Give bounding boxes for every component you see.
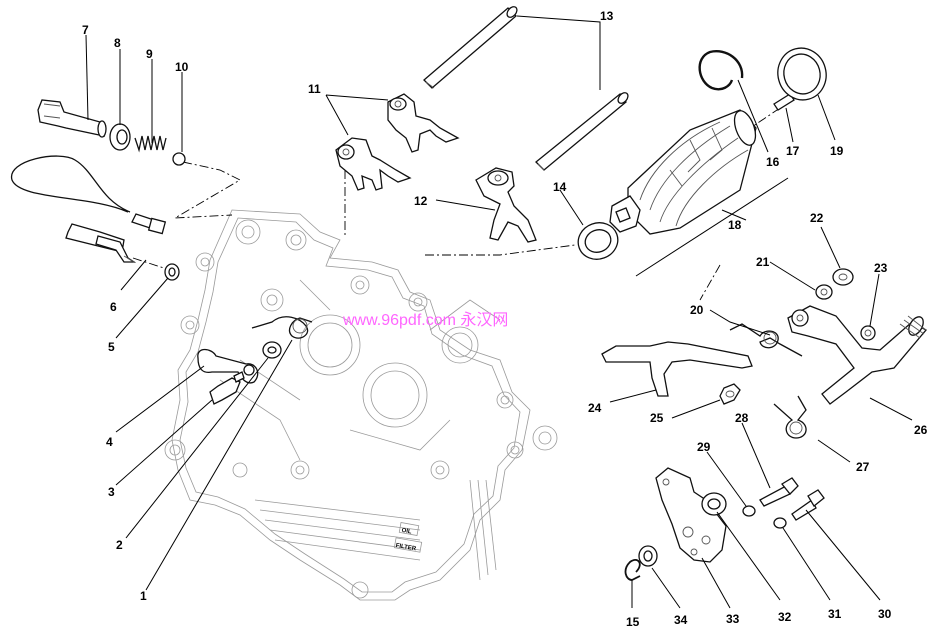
part-31-washer: [773, 517, 787, 529]
part-25-bolt: [719, 383, 741, 405]
callout-24: 24: [588, 401, 602, 415]
callout-8: 8: [114, 36, 121, 50]
callout-34: 34: [674, 613, 688, 627]
part-13-fork-shafts: [423, 6, 629, 171]
part-32-washer: [701, 492, 727, 516]
part-20-spring: [729, 323, 803, 357]
part-18-shift-drum: [609, 109, 757, 235]
part-29-washer: [742, 505, 756, 517]
part-9-spring: [134, 135, 167, 153]
callout-9: 9: [146, 47, 153, 61]
callout-2: 2: [116, 538, 123, 552]
part-26-selector-shaft: [787, 305, 927, 405]
part-23-bushing: [860, 325, 876, 341]
assembly-lines: [132, 107, 781, 301]
callout-1: 1: [140, 589, 147, 603]
part-34-washer: [638, 545, 658, 567]
callout-13: 13: [600, 9, 614, 23]
part-30-bolt: [791, 489, 825, 521]
callout-29: 29: [697, 440, 711, 454]
callout-labels: 1 2 3 4 5 6 7 8 9 10 11 12 13 14 15 16 1…: [82, 9, 928, 629]
part-8-washer: [109, 123, 131, 151]
part-16-circlip: [698, 50, 744, 91]
callout-3: 3: [108, 485, 115, 499]
callout-22: 22: [810, 211, 824, 225]
callout-23: 23: [874, 261, 888, 275]
part-18-bracket-line: [635, 177, 789, 277]
callout-31: 31: [828, 607, 842, 621]
part-22-nut: [832, 268, 854, 286]
callout-16: 16: [766, 155, 780, 169]
part-7-plug-bolt: [37, 99, 107, 138]
callout-18: 18: [728, 218, 742, 232]
leader-lines: [85, 15, 913, 609]
part-14-circlip: [577, 222, 619, 260]
part-4-pawl: [197, 348, 259, 384]
part-28-bolt: [759, 477, 799, 507]
callout-21: 21: [756, 255, 770, 269]
filter-decal: FILTER: [395, 543, 417, 553]
part-5-washer: [164, 263, 180, 281]
part-17-pin: [773, 93, 795, 111]
callout-10: 10: [175, 60, 189, 74]
part-3-bolt: [209, 371, 245, 405]
callout-6: 6: [110, 300, 117, 314]
part-15-circlip: [624, 559, 641, 581]
part-2-washer: [262, 341, 282, 359]
callout-14: 14: [553, 180, 567, 194]
callout-11: 11: [308, 82, 321, 96]
part-11-shift-fork-upper: [387, 93, 460, 153]
callout-15: 15: [626, 615, 640, 629]
crankcase-half: OIL FILTER: [164, 209, 558, 601]
oil-decal: OIL: [401, 528, 412, 536]
part-21-washer: [815, 284, 833, 300]
callout-25: 25: [650, 411, 664, 425]
part-33-cam-plate: [655, 467, 727, 563]
callout-32: 32: [778, 610, 792, 624]
watermark-text: www.96pdf.com 永汉网: [342, 311, 508, 329]
callout-28: 28: [735, 411, 749, 425]
callout-19: 19: [830, 144, 844, 158]
callout-33: 33: [726, 612, 740, 626]
part-11-shift-fork-lower: [335, 137, 412, 191]
callout-5: 5: [108, 340, 115, 354]
callout-20: 20: [690, 303, 704, 317]
callout-27: 27: [856, 460, 870, 474]
part-19-ring: [777, 47, 827, 101]
part-10-ball: [172, 152, 186, 166]
part-12-shift-fork-single: [475, 167, 537, 243]
callout-26: 26: [914, 423, 928, 437]
part-6-sensor-cable: [11, 155, 167, 263]
part-1-spring: [251, 316, 313, 339]
callout-12: 12: [414, 194, 428, 208]
callout-17: 17: [786, 144, 800, 158]
callout-7: 7: [82, 23, 89, 37]
part-27-spring: [773, 395, 807, 439]
callout-30: 30: [878, 607, 892, 621]
callout-4: 4: [106, 435, 113, 449]
part-24-shift-lever: [601, 341, 753, 397]
